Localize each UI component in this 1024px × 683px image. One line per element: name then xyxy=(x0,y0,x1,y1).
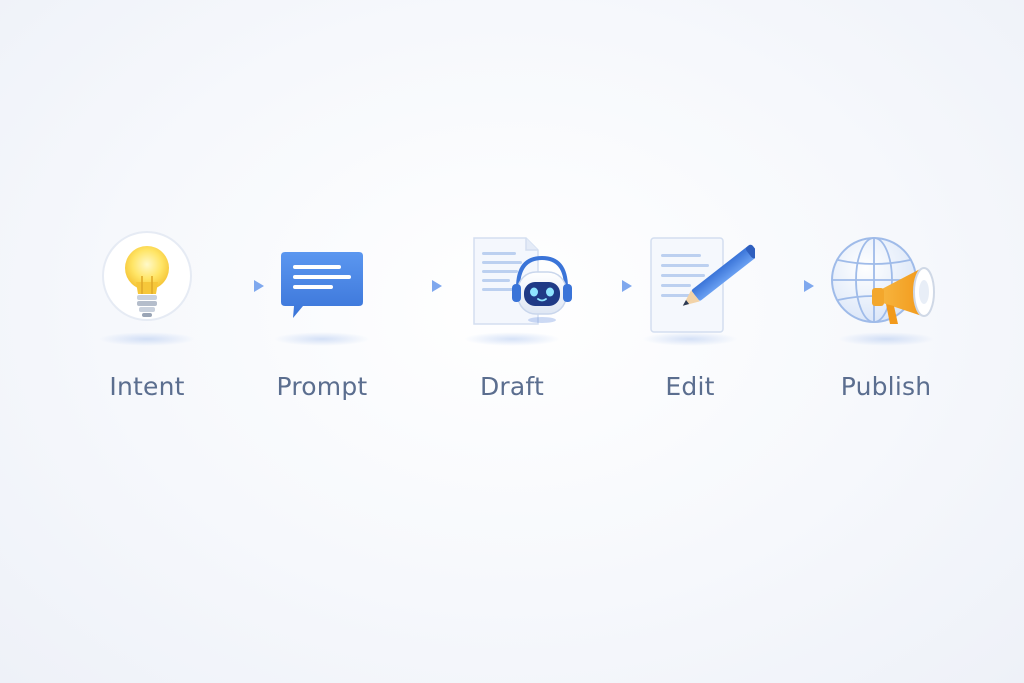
arrow-right-icon xyxy=(198,280,264,292)
robot-document-icon xyxy=(473,237,572,325)
lightbulb-icon xyxy=(102,231,192,321)
step-label-draft: Draft xyxy=(479,372,544,401)
step-label-prompt: Prompt xyxy=(276,372,368,401)
document-pencil-icon xyxy=(650,237,755,333)
step-draft: Draft xyxy=(432,228,592,401)
step-label-edit: Edit xyxy=(665,372,715,401)
arrow-right-icon xyxy=(748,280,814,292)
step-intent: Intent xyxy=(67,228,227,401)
step-publish: Publish xyxy=(806,228,966,401)
arrow-right-icon xyxy=(376,280,442,292)
step-prompt: Prompt xyxy=(242,228,402,401)
globe-megaphone-icon xyxy=(831,237,935,324)
arrow-right-icon xyxy=(566,280,632,292)
step-label-publish: Publish xyxy=(840,372,932,401)
step-label-intent: Intent xyxy=(109,372,185,401)
chat-bubble-icon xyxy=(281,252,363,318)
step-edit: Edit xyxy=(610,228,770,401)
